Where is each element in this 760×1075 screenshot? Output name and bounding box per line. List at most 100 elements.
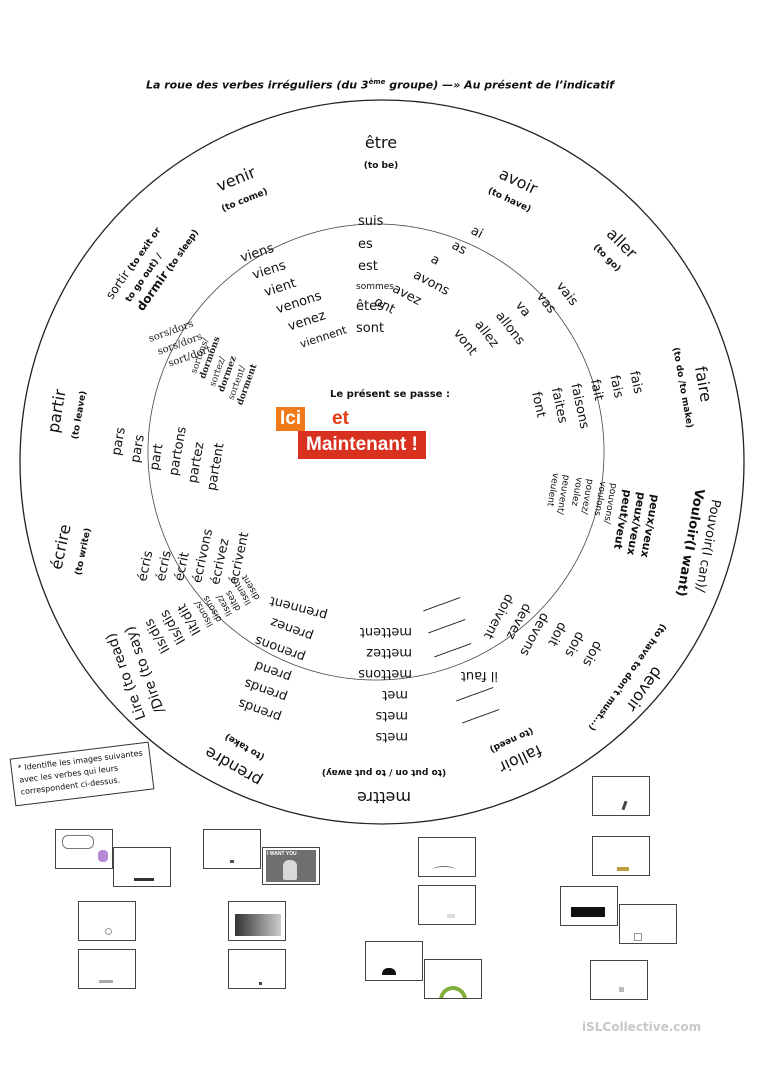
- poster-text: I WANT YOU: [267, 851, 297, 857]
- avoir-form-2: as: [449, 238, 469, 258]
- small-scene-icon: [105, 928, 112, 935]
- small-scene-icon: [617, 867, 629, 871]
- verb-avoir: avoir (to have): [486, 164, 541, 215]
- small-scene-icon: [99, 980, 113, 983]
- faire-form-1: fais: [626, 370, 645, 396]
- partir-form-1: pars: [109, 426, 129, 457]
- picture-card: [78, 949, 136, 989]
- faire-form-3: fait: [587, 378, 606, 402]
- ici-et-maintenant-banner: Ici et Maintenant !: [276, 407, 486, 467]
- verb-faire-translation: (to do /to make): [670, 347, 694, 429]
- small-scene-icon: [433, 866, 455, 873]
- verb-sortir-dormir: sortir (to exit or to go out) / dormir (…: [103, 226, 201, 314]
- page-title: La roue des verbes irréguliers (du 3ème …: [145, 78, 615, 92]
- falloir-blank-4: ______: [456, 686, 499, 714]
- etre-form-3: est: [358, 259, 378, 274]
- etre-form-4: sommes: [356, 282, 394, 292]
- verb-etre-translation: (to be): [364, 161, 398, 171]
- verb-faire-name: faire: [691, 365, 716, 404]
- partir-form-3: part: [147, 443, 166, 472]
- banner-et: et: [332, 408, 349, 429]
- partir-form-6: partent: [205, 442, 228, 492]
- picture-card: [560, 886, 618, 926]
- center-label: Le présent se passe :: [330, 389, 450, 400]
- etre-form-1: suis: [358, 214, 384, 229]
- mettre-form-3: met: [382, 687, 408, 702]
- verb-ecrire: écrire (to write): [47, 523, 94, 577]
- faire-forms: fais fais fait faisons faites font: [528, 370, 645, 431]
- aller-forms: vais vas va allons allez vont: [450, 279, 581, 358]
- sortir-forms-plural: sortons/ dormons sortez/ dormez sortent/…: [189, 335, 259, 406]
- verb-pouvoir-vouloir: Pouvoir(I can)/ Vouloir(I want): [673, 487, 723, 597]
- picture-card: [418, 837, 476, 877]
- etre-form-2: es: [358, 237, 373, 252]
- picture-card: [228, 901, 286, 941]
- falloir-blank-1: ______: [423, 596, 466, 624]
- gradient-image: [235, 914, 281, 936]
- aller-form-2: vas: [533, 290, 559, 317]
- verb-mettre-translation: (to put on / to put away): [322, 767, 446, 777]
- prendre-forms: prends prends prend prenons prenez prenn…: [236, 593, 329, 725]
- partir-form-2: pars: [128, 433, 148, 464]
- verb-etre-name: être: [365, 133, 397, 152]
- small-scene-icon: [621, 800, 628, 811]
- aller-form-3: va: [512, 298, 533, 320]
- avoir-form-1: ai: [468, 223, 485, 242]
- small-scene-icon: [447, 914, 455, 918]
- verb-devoir: devoir (to have to don't must...): [586, 622, 668, 733]
- ecrire-form-3: écrit: [172, 551, 193, 583]
- mettre-forms: mets mets met mettons mettez mettent: [358, 624, 412, 744]
- banner-ici: Ici: [276, 407, 306, 431]
- faire-form-6: font: [528, 391, 548, 419]
- verb-venir-name: venir: [214, 162, 259, 195]
- verb-falloir: falloir (to need): [488, 725, 545, 777]
- picture-card: [590, 960, 648, 1000]
- etre-form-5: êtes: [356, 299, 384, 314]
- pouvoir-forms: peux/veux peux/veux peut/veut pouvons/ v…: [544, 472, 662, 559]
- partir-form-5: partez: [186, 441, 208, 485]
- mettre-form-5: mettez: [366, 645, 412, 660]
- ecrire-form-1: écris: [135, 549, 156, 583]
- picture-card: [424, 959, 482, 999]
- small-scene-icon: [259, 982, 262, 985]
- uncle-sam-icon: [283, 860, 297, 880]
- faire-form-5: faites: [548, 386, 570, 425]
- verb-mettre: mettre (to put on / to put away): [322, 767, 446, 807]
- faire-form-4: faisons: [567, 382, 591, 430]
- speech-bubble-icon: [62, 835, 94, 849]
- verb-faire: faire (to do /to make): [670, 347, 716, 429]
- outer-circle: [19, 99, 745, 825]
- rainbow-icon: [439, 986, 467, 998]
- etre-form-6: sont: [356, 321, 384, 336]
- verb-prendre: prendre (to take): [201, 731, 266, 791]
- mettre-form-1: mets: [375, 729, 408, 744]
- picture-card: [592, 776, 650, 816]
- verb-partir-name: partir: [43, 387, 69, 434]
- mettre-form-4: mettons: [358, 666, 412, 681]
- banner-maintenant: Maintenant !: [298, 431, 426, 459]
- verb-etre: être (to be) suis es est sommes êtes son…: [356, 133, 398, 336]
- small-scene-icon: [634, 933, 642, 941]
- picture-card: [228, 949, 286, 989]
- watermark-logo: iSLCollective.com: [582, 1020, 702, 1034]
- partir-form-4: partons: [167, 425, 190, 477]
- picture-card: [113, 847, 171, 887]
- small-scene-icon: [230, 860, 234, 863]
- picture-card: [55, 829, 113, 869]
- inner-circle: [147, 223, 605, 681]
- avoir-form-3: a: [428, 252, 442, 269]
- mettre-form-2: mets: [375, 708, 408, 723]
- falloir-form: il faut: [461, 668, 498, 683]
- picture-card: [365, 941, 423, 981]
- verb-venir: venir (to come): [214, 162, 270, 214]
- picture-card: [418, 885, 476, 925]
- verb-mettre-name: mettre: [357, 788, 411, 807]
- character-icon: [98, 850, 108, 862]
- verb-partir: partir (to leave): [43, 387, 88, 440]
- black-cat-icon: [382, 968, 396, 975]
- small-scene-icon: [134, 878, 154, 881]
- small-scene-icon: [619, 987, 624, 992]
- picture-card-want-you: I WANT YOU: [262, 847, 320, 885]
- verb-ecrire-translation: (to write): [74, 527, 94, 576]
